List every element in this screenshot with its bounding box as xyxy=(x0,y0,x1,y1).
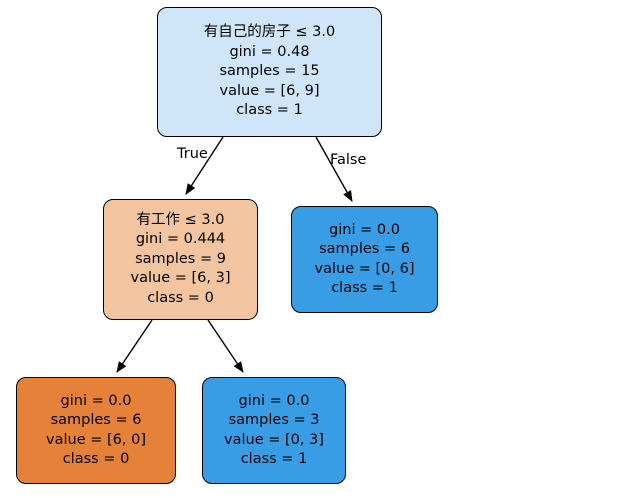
node-left-line-4: class = 0 xyxy=(147,289,214,306)
node-left-left-line-2: value = [6, 0] xyxy=(46,431,146,448)
node-left-line-3: value = [6, 3] xyxy=(130,270,231,287)
node-root[interactable]: 有自己的房子 ≤ 3.0 gini = 0.48 samples = 15 va… xyxy=(157,7,382,137)
node-left[interactable]: 有工作 ≤ 3.0 gini = 0.444 samples = 9 value… xyxy=(103,199,258,320)
node-right-line-0: gini = 0.0 xyxy=(329,221,400,238)
edge-left-leftleft xyxy=(116,319,153,373)
edge-label-false: False xyxy=(330,152,367,168)
node-left-right-line-1: samples = 3 xyxy=(228,412,320,428)
node-right-line-2: value = [0, 6] xyxy=(314,260,415,277)
node-left-line-1: gini = 0.444 xyxy=(135,231,226,248)
node-left-left-line-1: samples = 6 xyxy=(50,412,142,428)
node-root-line-4: class = 1 xyxy=(236,102,303,119)
node-left-right-line-0: gini = 0.0 xyxy=(238,392,310,409)
node-right[interactable]: gini = 0.0 samples = 6 value = [0, 6] cl… xyxy=(291,206,438,313)
node-left-right-line-3: class = 1 xyxy=(240,451,308,467)
node-root-line-3: value = [6, 9] xyxy=(219,82,320,99)
node-right-line-3: class = 1 xyxy=(331,280,398,296)
edge-label-true: True xyxy=(177,146,208,162)
node-left-line-2: samples = 9 xyxy=(135,250,226,267)
node-left-left-line-0: gini = 0.0 xyxy=(60,392,132,409)
node-root-line-0: 有自己的房子 ≤ 3.0 xyxy=(203,24,336,41)
edge-left-leftright xyxy=(207,319,244,373)
node-root-line-2: samples = 15 xyxy=(219,63,320,80)
node-left-line-0: 有工作 ≤ 3.0 xyxy=(136,211,225,228)
node-left-left-line-3: class = 0 xyxy=(62,451,130,467)
node-left-right-line-2: value = [0, 3] xyxy=(224,431,324,448)
node-left-right[interactable]: gini = 0.0 samples = 3 value = [0, 3] cl… xyxy=(202,377,346,484)
node-left-left[interactable]: gini = 0.0 samples = 6 value = [6, 0] cl… xyxy=(16,377,176,484)
node-right-line-1: samples = 6 xyxy=(319,241,410,257)
node-root-line-1: gini = 0.48 xyxy=(229,43,310,60)
edge-root-right xyxy=(315,136,353,202)
